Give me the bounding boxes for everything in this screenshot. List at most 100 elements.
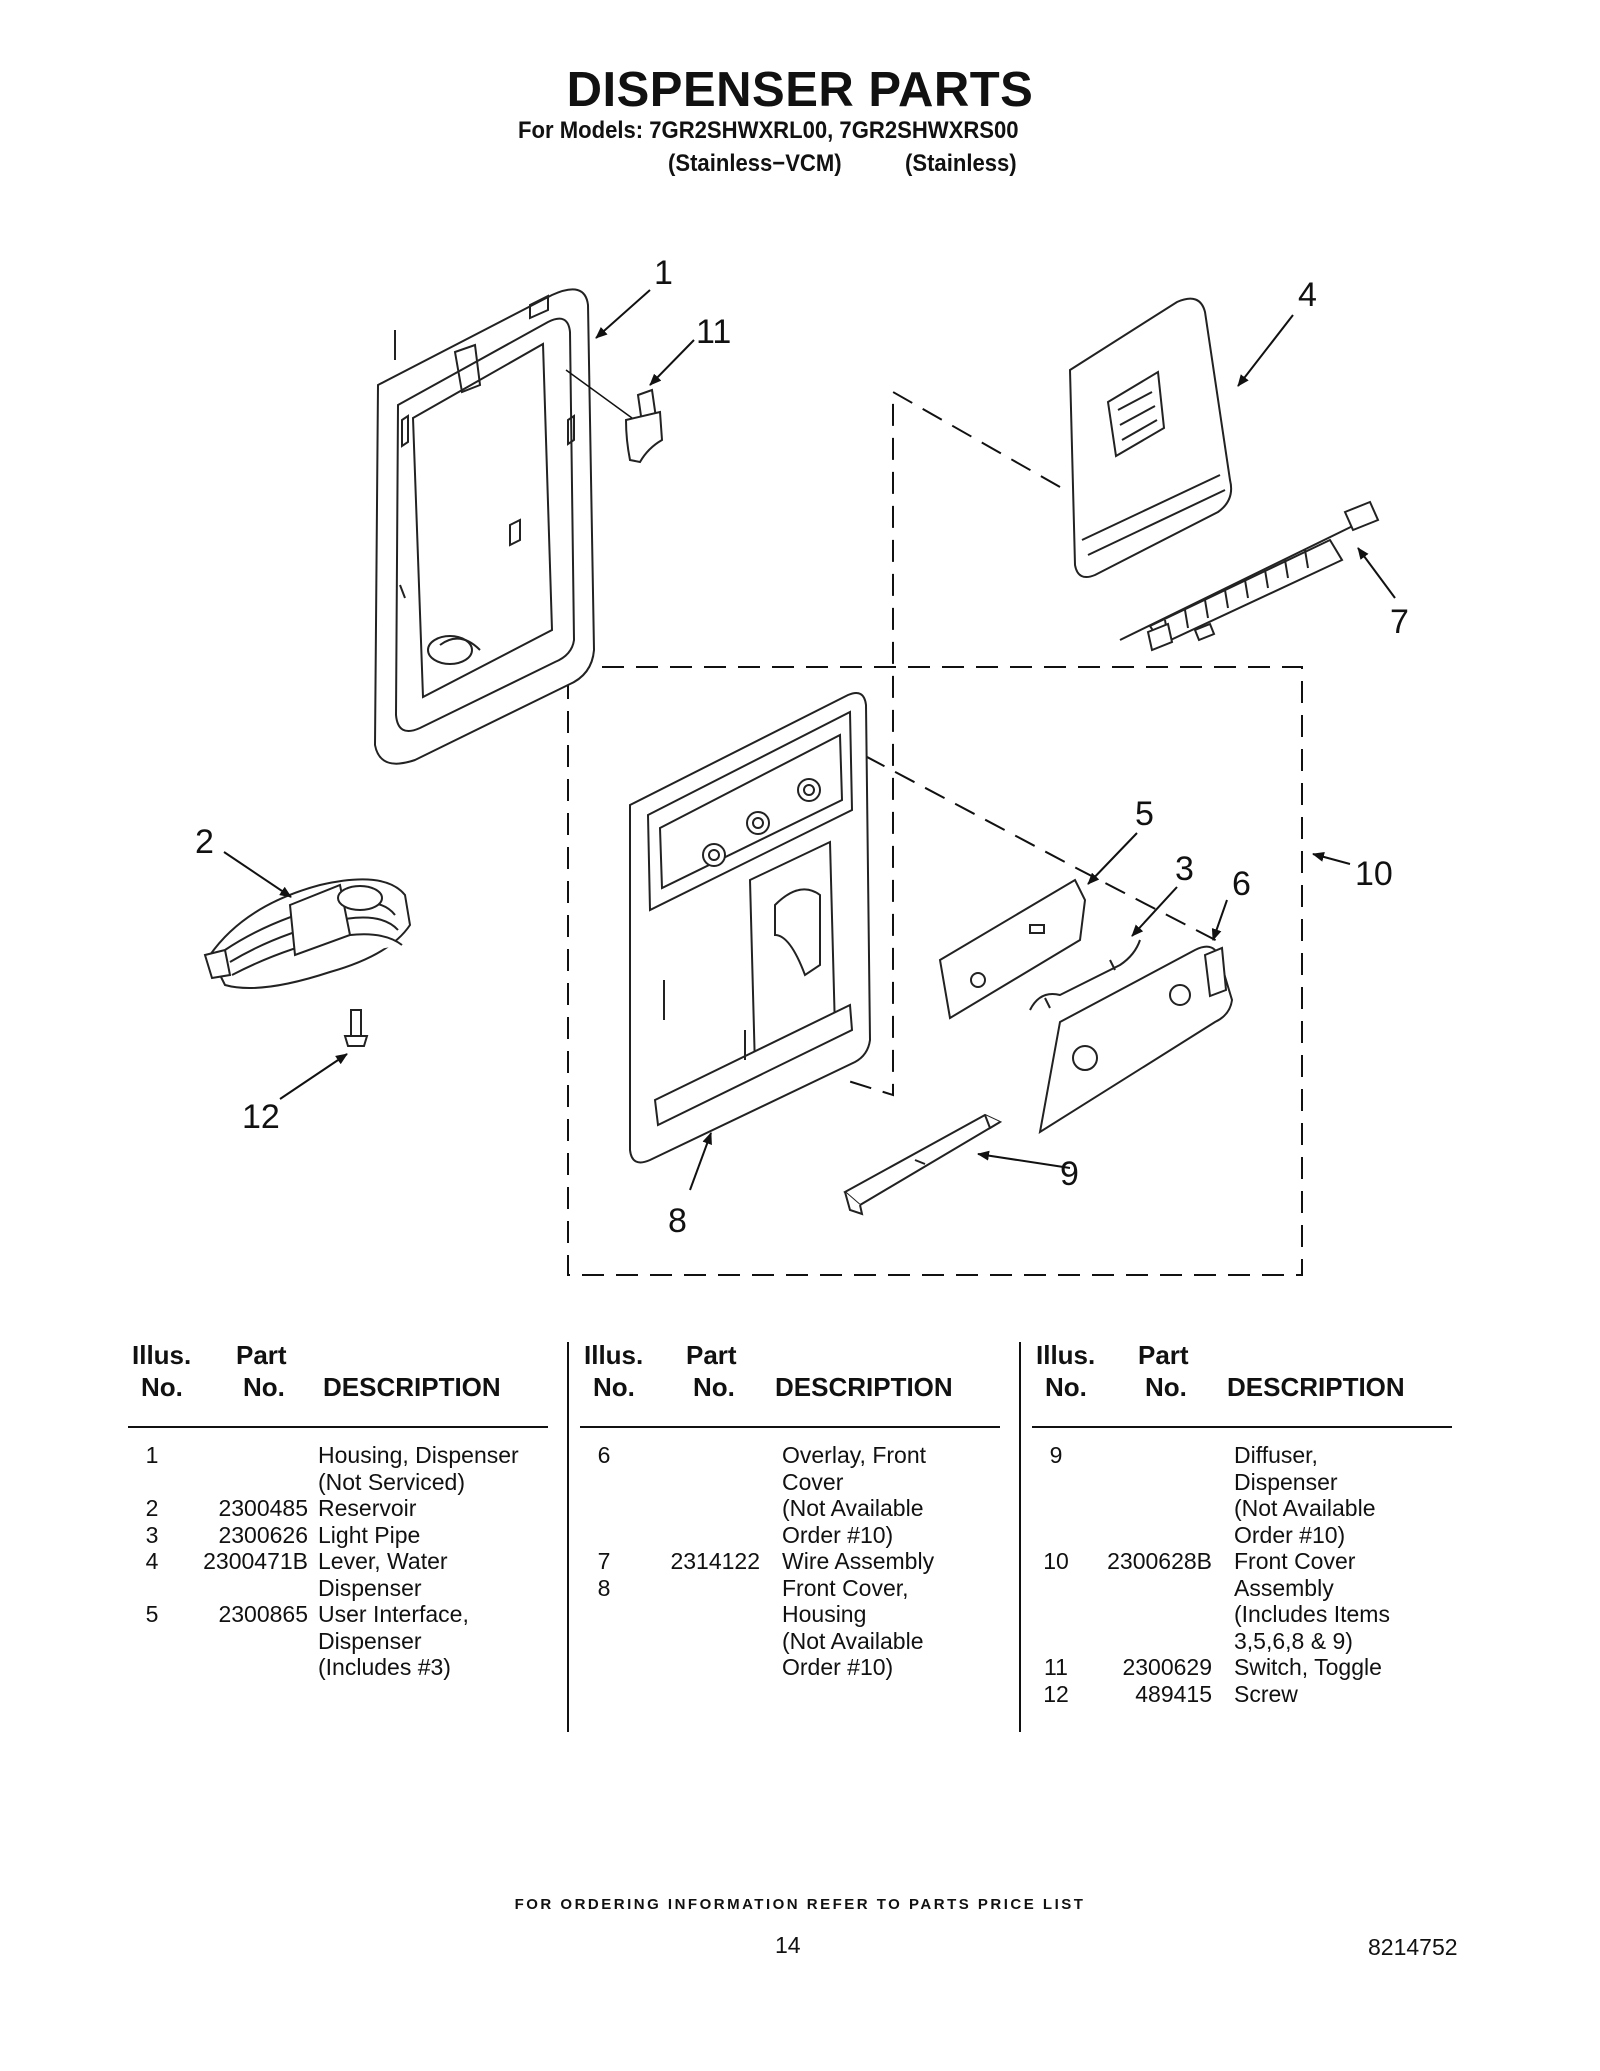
description-line: Front Cover xyxy=(1234,1548,1356,1574)
part-number: 2300628B xyxy=(1107,1548,1212,1574)
header-part: Part xyxy=(1138,1340,1189,1370)
parts-table-row: 3 2300626 Light Pipe xyxy=(128,1522,548,1549)
leader-arrow-1 xyxy=(595,289,651,339)
callout-3: 3 xyxy=(1175,850,1194,888)
description-line: Order #10) xyxy=(1234,1521,1346,1548)
description-line: Front Cover, xyxy=(782,1574,909,1601)
description-line: Light Pipe xyxy=(318,1521,421,1548)
description-line: (Not Available xyxy=(1234,1495,1376,1521)
description-line: User Interface, xyxy=(318,1601,469,1627)
light-pipe-part xyxy=(1029,939,1141,1011)
lever-alignment-line xyxy=(844,390,1061,1097)
part-number: 2300865 xyxy=(218,1601,308,1627)
user-interface-part xyxy=(938,878,1087,1020)
illus-number: 8 xyxy=(597,1574,611,1601)
illus-number: 12 xyxy=(1043,1680,1069,1707)
callout-6: 6 xyxy=(1232,865,1251,903)
header-illus: Illus. xyxy=(132,1340,192,1370)
part-description: Switch, Toggle xyxy=(1234,1654,1452,1681)
leader-arrow-8 xyxy=(689,1132,712,1191)
description-line: Housing, Dispenser xyxy=(318,1442,519,1468)
header-illus: Illus. xyxy=(1036,1340,1096,1370)
part-description: Reservoir xyxy=(318,1495,548,1522)
header-description: DESCRIPTION xyxy=(323,1372,501,1402)
header-illus-no: No. xyxy=(1045,1372,1087,1402)
part-number: 2314122 xyxy=(670,1548,760,1574)
header-illus-no: No. xyxy=(141,1372,183,1402)
callout-1: 1 xyxy=(654,254,673,292)
part-description: User Interface,Dispenser(Includes #3) xyxy=(318,1601,548,1681)
header-description: DESCRIPTION xyxy=(1227,1372,1405,1402)
description-line: Housing xyxy=(782,1601,867,1627)
callout-12: 12 xyxy=(242,1098,280,1136)
illus-number: 4 xyxy=(145,1548,159,1574)
parts-table-row: 12 489415 Screw xyxy=(1032,1681,1452,1708)
document-number: 8214752 xyxy=(1368,1934,1458,1960)
header-part-no: No. xyxy=(1145,1372,1187,1402)
front-cover-assembly-boundary xyxy=(567,666,1303,1276)
part-number: 2300629 xyxy=(1122,1654,1212,1680)
page-title: DISPENSER PARTS xyxy=(566,63,1034,117)
exploded-parts-diagram: 1 11 4 7 2 12 5 3 6 10 9 8 xyxy=(195,254,1409,1276)
screw-part xyxy=(343,1009,369,1047)
header-illus: Illus. xyxy=(584,1340,644,1370)
description-line: Order #10) xyxy=(782,1521,894,1548)
header-part-no: No. xyxy=(693,1372,735,1402)
diffuser-part xyxy=(843,1113,1003,1216)
part-number: 2300471B xyxy=(203,1548,308,1574)
description-line: Dispenser xyxy=(1234,1468,1338,1495)
description-line: Dispenser xyxy=(318,1574,422,1601)
header-part: Part xyxy=(236,1340,287,1370)
switch-toggle-part xyxy=(624,388,664,464)
part-description: Wire Assembly xyxy=(782,1548,1000,1575)
overlay-front-cover-part xyxy=(1038,945,1234,1135)
description-line: Screw xyxy=(1234,1680,1298,1707)
description-line: Diffuser, xyxy=(1234,1442,1318,1468)
callout-10: 10 xyxy=(1355,855,1393,893)
models-line: For Models: 7GR2SHWXRL00, 7GR2SHWXRS00 xyxy=(518,117,1019,144)
leader-arrow-7 xyxy=(1357,547,1396,599)
part-number: 2300485 xyxy=(218,1495,308,1521)
leader-arrow-4 xyxy=(1237,314,1294,387)
callout-11: 11 xyxy=(696,313,731,351)
parts-list-column-2: Illus. No. Part No. DESCRIPTION 6 Overlay… xyxy=(580,1340,1000,1681)
callout-7: 7 xyxy=(1390,603,1409,641)
leader-arrow-12 xyxy=(279,1053,348,1100)
model-variant-1: (Stainless−VCM) xyxy=(668,150,842,177)
part-number: 2300626 xyxy=(218,1521,308,1548)
leader-arrow-9 xyxy=(977,1150,1071,1169)
illus-number: 6 xyxy=(597,1442,611,1468)
front-cover-housing-part xyxy=(629,692,872,1164)
illus-number: 9 xyxy=(1049,1442,1063,1468)
model-variant-2: (Stainless) xyxy=(905,150,1017,177)
illus-number: 3 xyxy=(145,1521,159,1548)
reservoir-part xyxy=(203,878,412,989)
description-line: Overlay, Front xyxy=(782,1442,926,1468)
leader-arrow-10 xyxy=(1312,852,1351,865)
description-line: Assembly xyxy=(1234,1574,1334,1601)
description-line: Wire Assembly xyxy=(782,1548,935,1574)
part-number: 489415 xyxy=(1135,1680,1212,1707)
description-line: Cover xyxy=(782,1468,844,1495)
callout-2: 2 xyxy=(195,823,214,861)
callout-4: 4 xyxy=(1298,276,1317,314)
parts-table-header: Illus. No. Part No. DESCRIPTION xyxy=(580,1340,1000,1428)
parts-list-column-3: Illus. No. Part No. DESCRIPTION 9 Diffuse… xyxy=(1032,1340,1452,1707)
column-divider xyxy=(1019,1342,1021,1732)
part-description: Housing, Dispenser(Not Serviced) xyxy=(318,1442,548,1495)
ordering-note: FOR ORDERING INFORMATION REFER TO PARTS … xyxy=(514,1896,1086,1913)
description-line: (Not Serviced) xyxy=(318,1468,465,1495)
illus-number: 2 xyxy=(145,1495,159,1521)
description-line: 3,5,6,8 & 9) xyxy=(1234,1627,1353,1654)
